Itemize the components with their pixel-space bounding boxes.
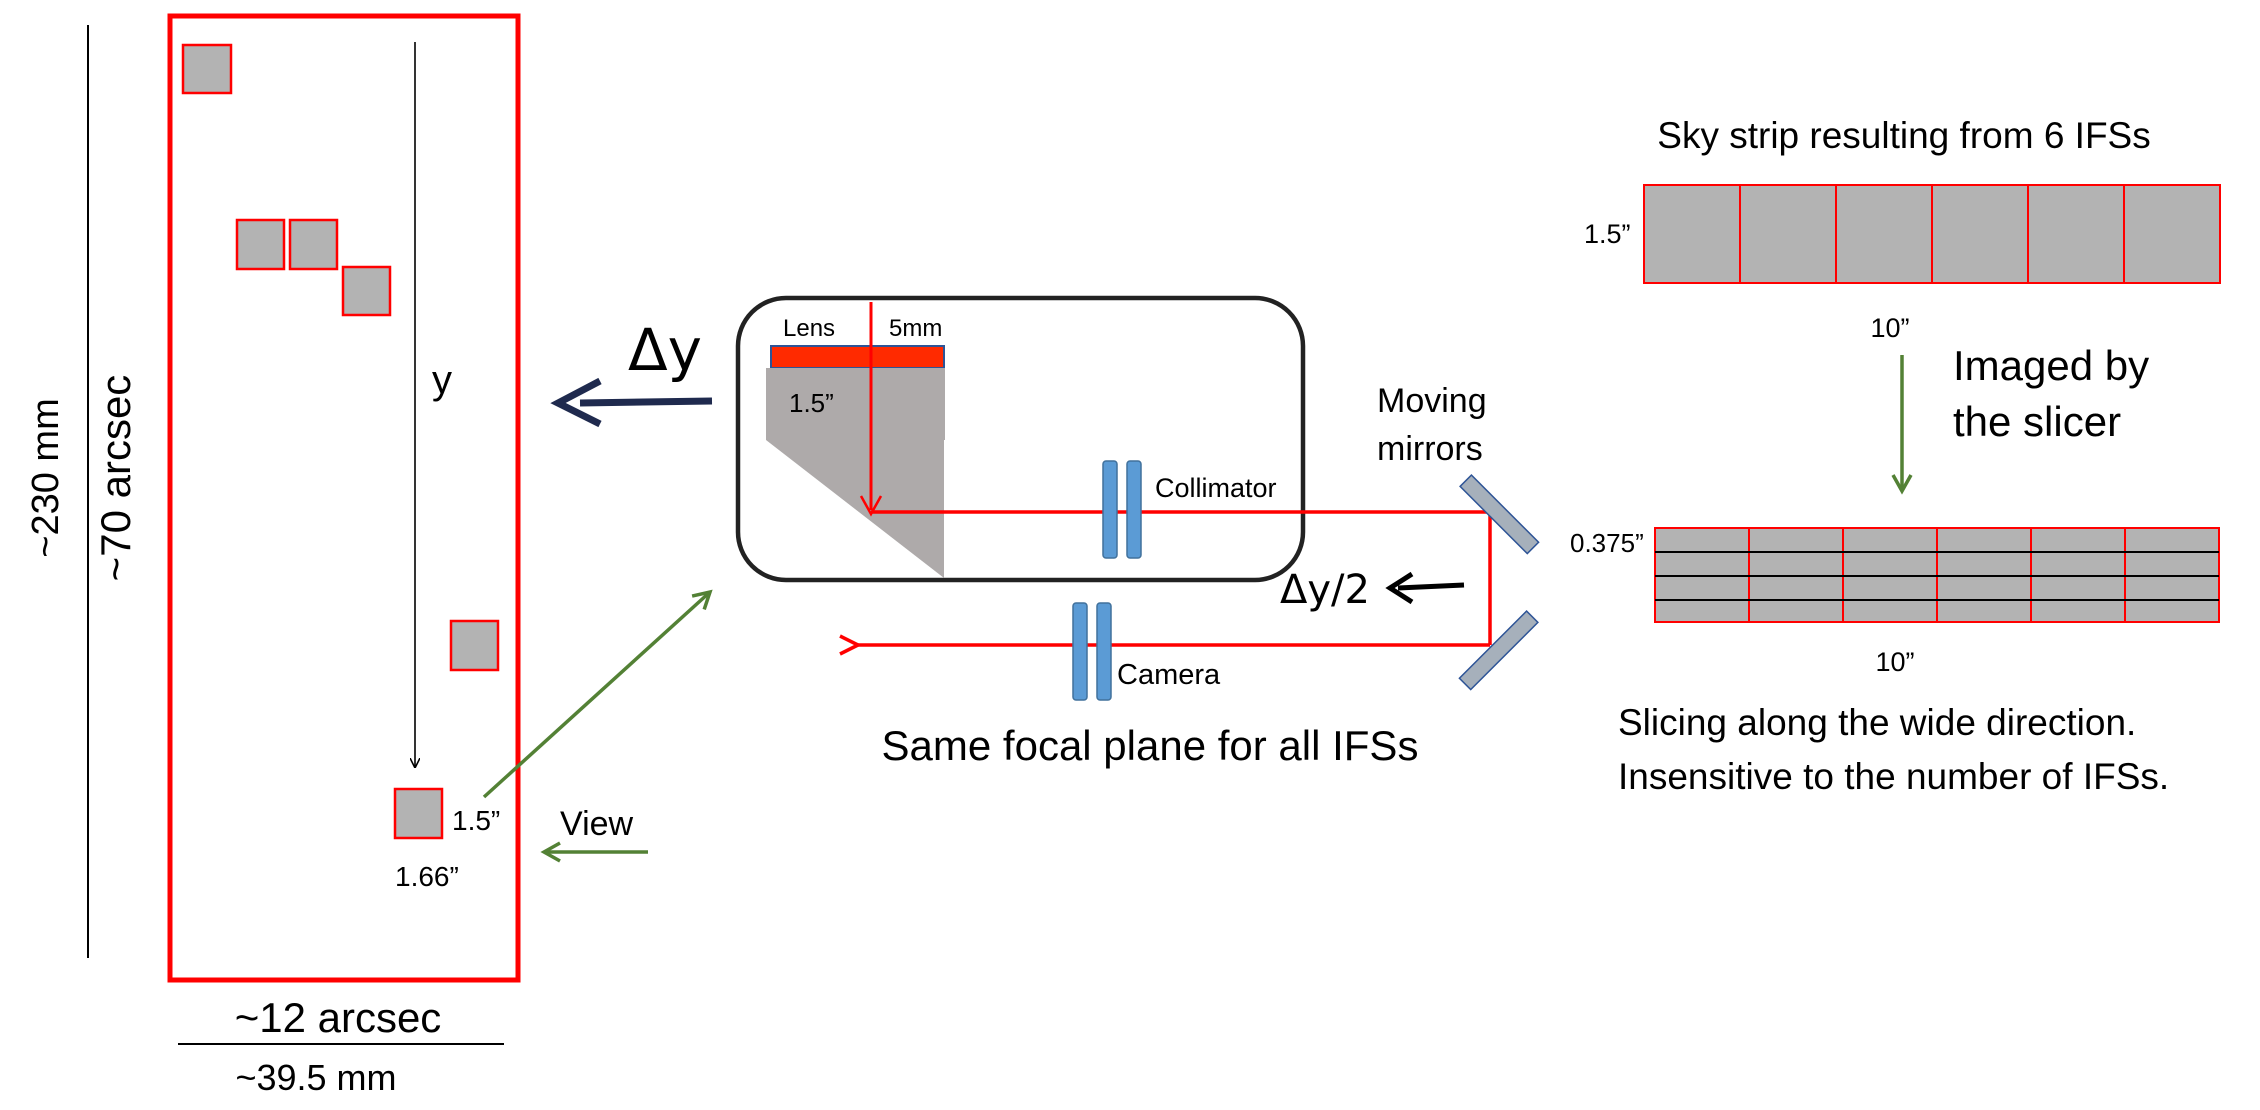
- sky-strip-cell: [1931, 184, 2029, 284]
- sky-strip-cell: [1835, 184, 1933, 284]
- slicing-note-2: Insensitive to the number of IFSs.: [1618, 756, 2169, 797]
- moving-mirror-bottom: [1458, 610, 1539, 691]
- collimator-label: Collimator: [1155, 473, 1277, 503]
- view-diagonal-arrow: [482, 589, 713, 799]
- delta-y-arrow-head: [550, 377, 602, 428]
- lens-label: Lens: [783, 315, 835, 342]
- ifs-pixel: [449, 619, 500, 672]
- camera-label: Camera: [1117, 659, 1221, 691]
- sky-strip: [1643, 184, 2221, 284]
- moving-mirrors-label-2: mirrors: [1377, 430, 1483, 468]
- delta-y-half-arrow-shaft: [1397, 582, 1465, 591]
- camera-lens-1: [1072, 602, 1088, 701]
- left-panel: ~230 mm ~70 arcsec y 1.5” 1.66” ~12 arcs…: [25, 13, 713, 1098]
- ifs-pixel: [181, 43, 233, 95]
- height-arcsec-label: ~70 arcsec: [92, 375, 139, 582]
- slicing-note-1: Slicing along the wide direction.: [1618, 702, 2136, 743]
- ifs-pixel: [235, 218, 286, 271]
- height-mm-label: ~230 mm: [25, 398, 67, 557]
- imaged-label-1: Imaged by: [1953, 342, 2149, 389]
- delta-y-arrow-shaft: [579, 397, 713, 407]
- sky-strip-cell: [2027, 184, 2125, 284]
- pixel-width-label: 1.66”: [395, 861, 459, 892]
- lens-size-label: 5mm: [889, 315, 942, 342]
- sky-strip-cell: [1643, 184, 1741, 284]
- view-label: View: [560, 805, 634, 843]
- delta-y-half-label: Δy/2: [1280, 567, 1370, 613]
- width-mm-label: ~39.5 mm: [235, 1057, 396, 1098]
- delta-y-half-arrow-head: [1385, 571, 1414, 605]
- field-size-label: 1.5”: [789, 388, 834, 418]
- sky-strip-cell: [2123, 184, 2221, 284]
- ifs-unit: Δy Lens 5mm 1.5” Collimator Camera Movin…: [550, 295, 1540, 769]
- strip-width-label: 10”: [1870, 313, 1909, 343]
- sliced-height-label: 0.375”: [1570, 528, 1644, 558]
- camera-lens-2: [1096, 602, 1112, 701]
- focal-plane-caption: Same focal plane for all IFSs: [882, 722, 1419, 769]
- sliced-strip: [1654, 527, 2220, 623]
- ifs-pixel: [288, 218, 339, 271]
- imaged-label-2: the slicer: [1953, 398, 2121, 445]
- ifs-pixel: [341, 265, 392, 317]
- sliced-width-label: 10”: [1875, 647, 1914, 677]
- beam-down-head: [859, 495, 883, 517]
- moving-mirror-top: [1459, 474, 1540, 555]
- collimator-lens-2: [1126, 460, 1142, 559]
- moving-mirrors-label-1: Moving: [1377, 382, 1487, 420]
- right-panel: Sky strip resulting from 6 IFSs 1.5” 10”…: [1570, 115, 2221, 797]
- delta-y-label: Δy: [628, 316, 702, 384]
- sky-strip-cell: [1739, 184, 1837, 284]
- field-of-view-frame: [167, 13, 521, 983]
- slicer-prism: [766, 368, 945, 578]
- ifs-box-frame: [735, 295, 1306, 583]
- pixel-height-label: 1.5”: [452, 805, 500, 836]
- lens-bar: [770, 345, 945, 369]
- collimator-lens-1: [1102, 460, 1118, 559]
- strip-height-label: 1.5”: [1584, 219, 1631, 249]
- sky-strip-title: Sky strip resulting from 6 IFSs: [1657, 115, 2150, 156]
- width-arcsec-label: ~12 arcsec: [235, 994, 442, 1041]
- ifs-pixel: [393, 787, 444, 840]
- y-axis-label: y: [432, 358, 452, 402]
